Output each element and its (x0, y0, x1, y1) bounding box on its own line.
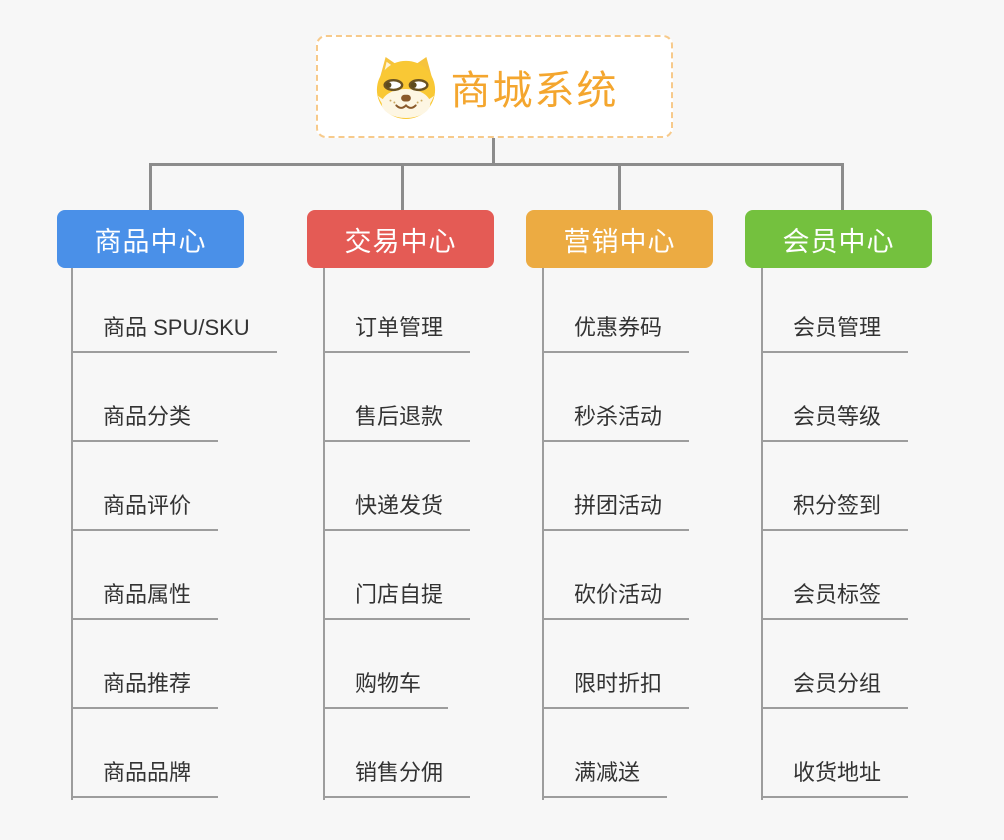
leaf-node[interactable]: 商品推荐 (71, 620, 219, 709)
leaf-node[interactable]: 优惠券码 (542, 268, 690, 353)
leaf-node[interactable]: 快递发货 (323, 442, 471, 531)
branch-header-3[interactable]: 会员中心 (745, 210, 932, 268)
leaf-node[interactable]: 会员分组 (761, 620, 909, 709)
leaf-node[interactable]: 售后退款 (323, 353, 471, 442)
leaf-node[interactable]: 销售分佣 (323, 709, 471, 798)
leaf-node[interactable]: 满减送 (542, 709, 668, 798)
branch-header-1[interactable]: 交易中心 (307, 210, 494, 268)
connector-drop (149, 165, 152, 210)
leaf-node[interactable]: 商品品牌 (71, 709, 219, 798)
leaf-node[interactable]: 秒杀活动 (542, 353, 690, 442)
leaf-node[interactable]: 收货地址 (761, 709, 909, 798)
leaf-node[interactable]: 商品属性 (71, 531, 219, 620)
leaf-node[interactable]: 砍价活动 (542, 531, 690, 620)
leaf-node[interactable]: 订单管理 (323, 268, 471, 353)
leaf-node[interactable]: 商品分类 (71, 353, 219, 442)
leaf-node[interactable]: 会员标签 (761, 531, 909, 620)
branch-header-2[interactable]: 营销中心 (526, 210, 713, 268)
shiba-dog-icon (376, 56, 435, 119)
leaf-node[interactable]: 购物车 (323, 620, 449, 709)
leaf-node[interactable]: 商品评价 (71, 442, 219, 531)
leaf-node[interactable]: 拼团活动 (542, 442, 690, 531)
leaf-node[interactable]: 商品 SPU/SKU (71, 268, 277, 353)
leaf-node[interactable]: 会员等级 (761, 353, 909, 442)
branch-column: 商品 SPU/SKU 商品分类 商品评价 商品属性 商品推荐 商品品牌 (71, 268, 277, 800)
leaf-node[interactable]: 限时折扣 (542, 620, 690, 709)
connector-drop (401, 165, 404, 210)
branch-column: 订单管理 售后退款 快递发货 门店自提 购物车 销售分佣 (323, 268, 471, 800)
connector-drop (618, 165, 621, 210)
branch-header-0[interactable]: 商品中心 (57, 210, 244, 268)
leaf-node[interactable]: 门店自提 (323, 531, 471, 620)
leaf-node[interactable]: 积分签到 (761, 442, 909, 531)
connector-drop (841, 165, 844, 210)
root-node[interactable]: 商城系统 (316, 35, 673, 138)
connector-horizontal-bar (149, 163, 844, 166)
connector-root-stub (492, 138, 495, 164)
leaf-node[interactable]: 会员管理 (761, 268, 909, 353)
branch-column: 会员管理 会员等级 积分签到 会员标签 会员分组 收货地址 (761, 268, 909, 800)
root-title: 商城系统 (450, 68, 619, 113)
branch-column: 优惠券码 秒杀活动 拼团活动 砍价活动 限时折扣 满减送 (542, 268, 690, 800)
